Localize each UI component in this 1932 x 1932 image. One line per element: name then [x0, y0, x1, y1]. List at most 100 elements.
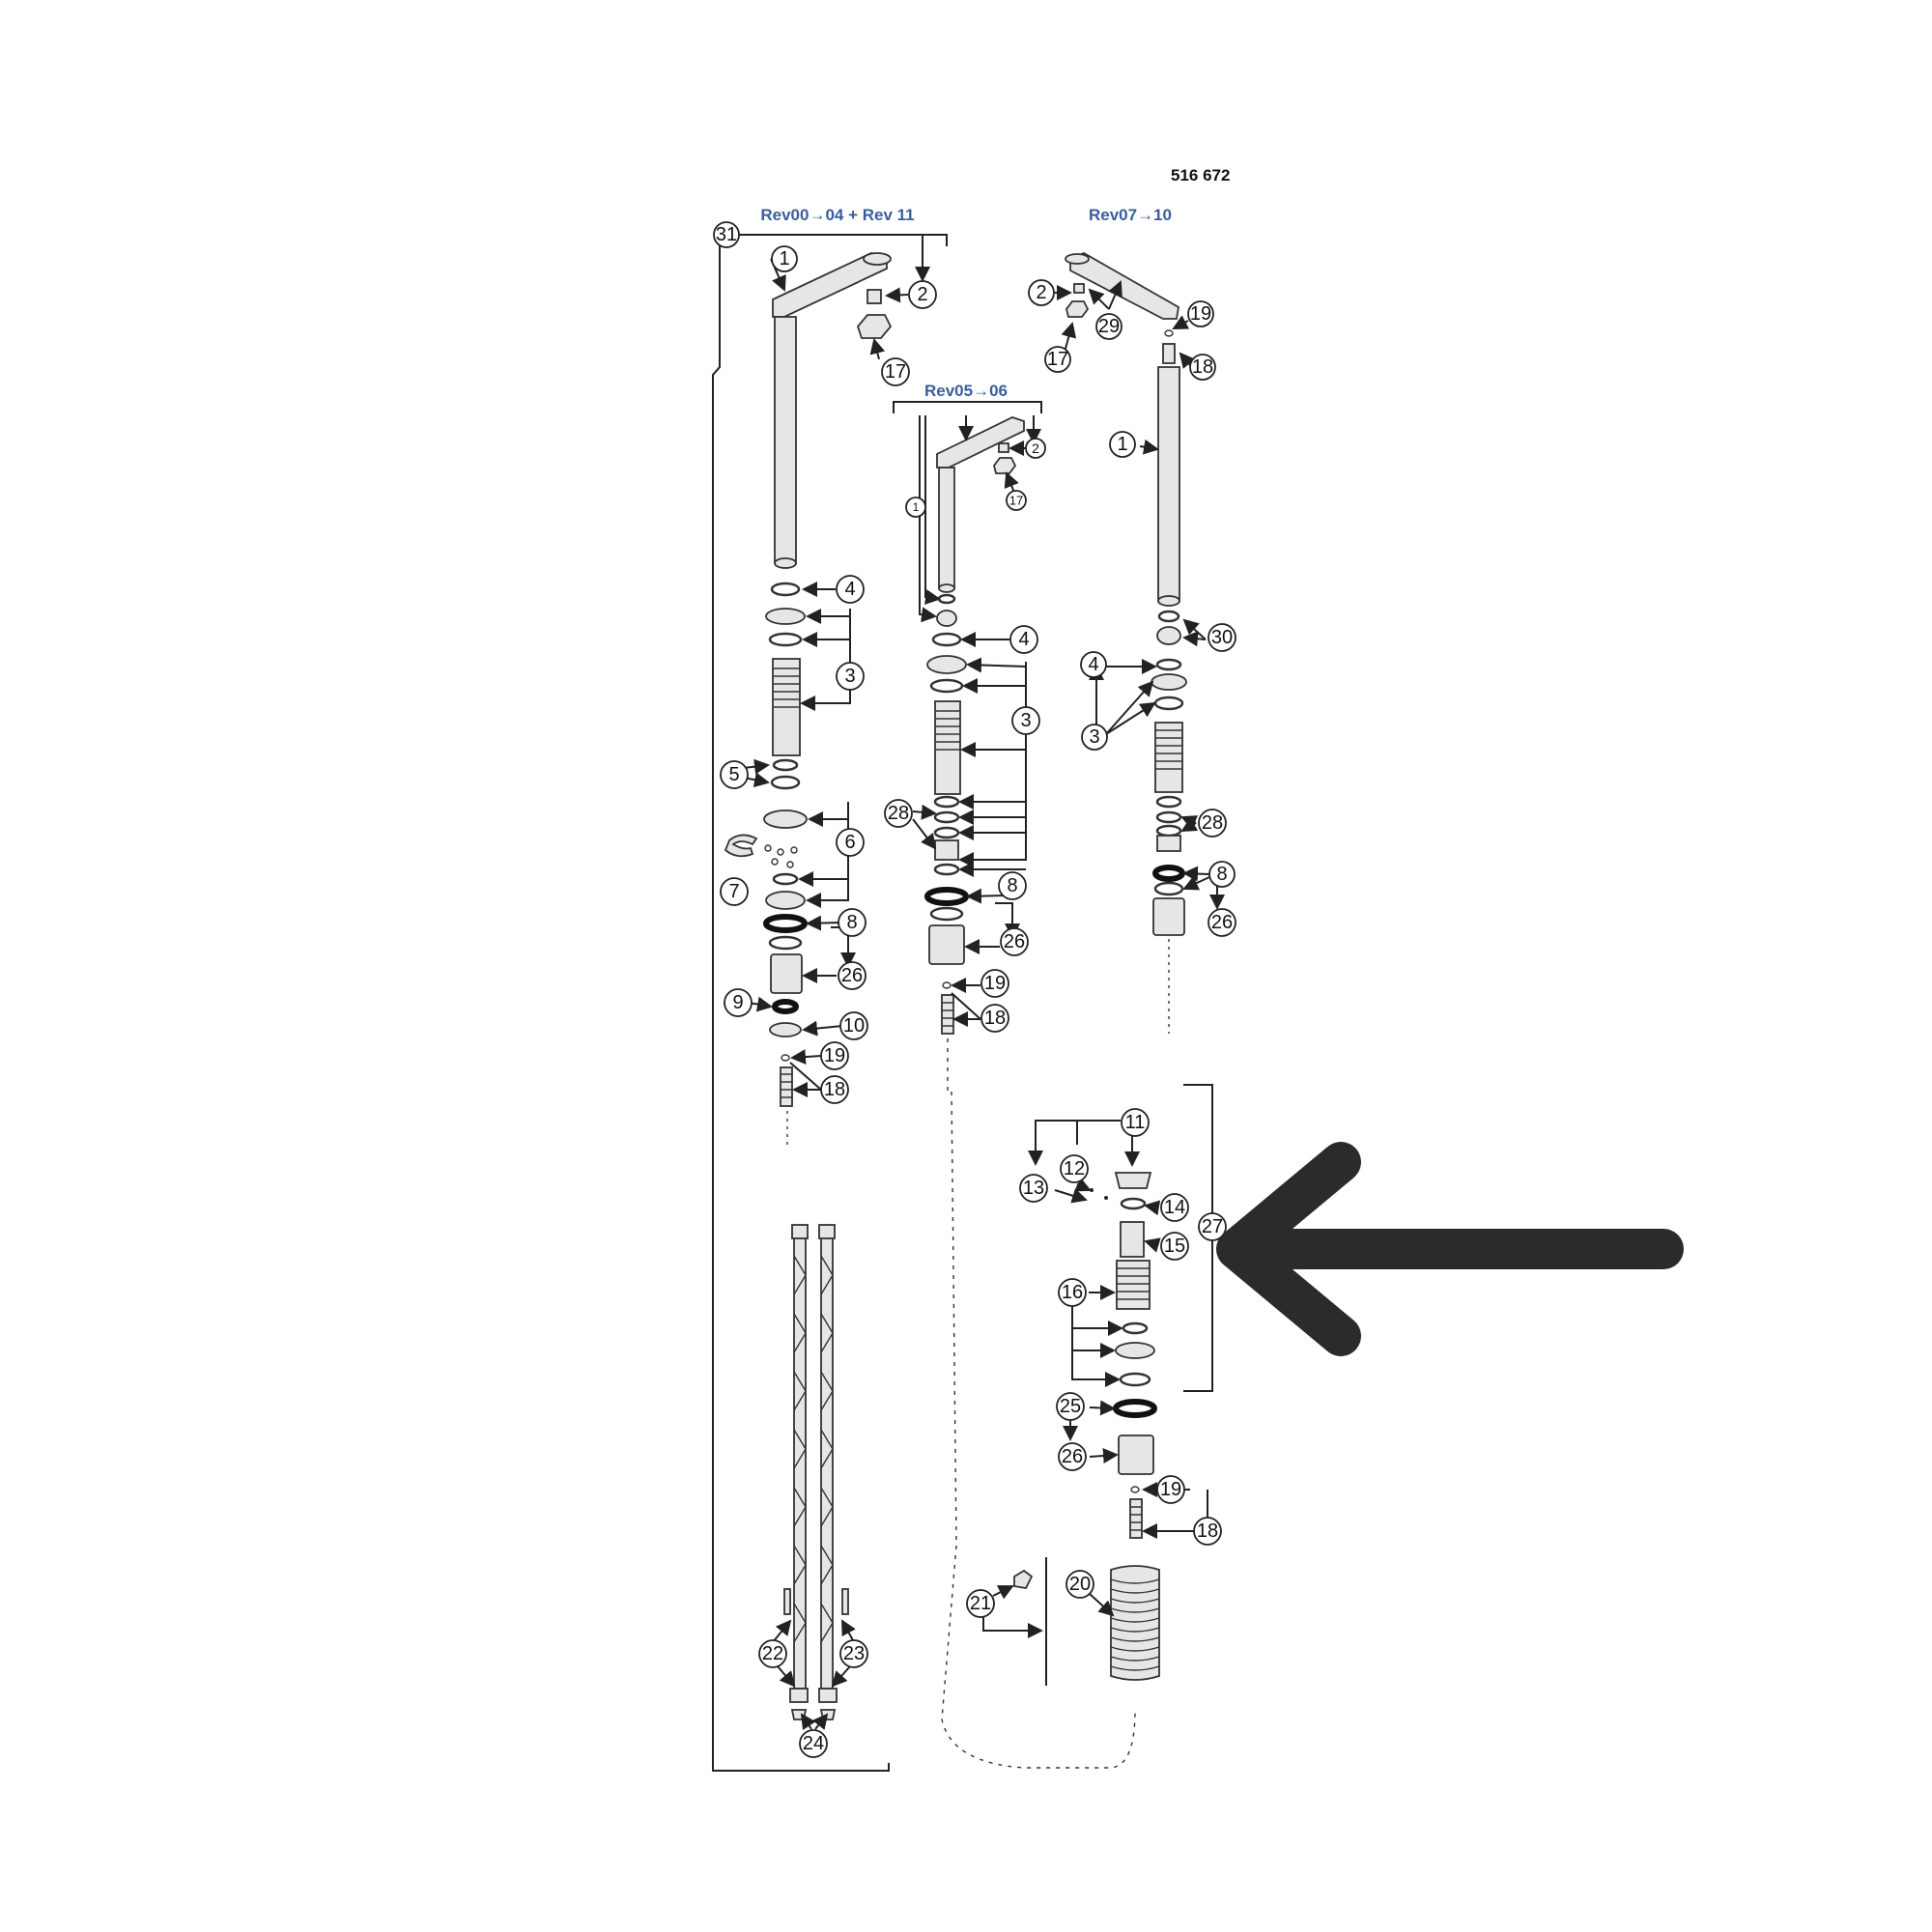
callout-1-middle: 1 — [905, 497, 926, 518]
left-aerator-key — [856, 314, 893, 339]
callout-12: 12 — [1060, 1154, 1089, 1183]
svg-text:28: 28 — [888, 803, 909, 824]
svg-text:8: 8 — [1007, 875, 1017, 896]
svg-text:30: 30 — [1211, 627, 1233, 648]
callout-3-right: 3 — [1081, 724, 1108, 751]
revision-label-middle: Rev05→06 — [924, 382, 1008, 400]
svg-text:29: 29 — [1098, 316, 1120, 337]
callout-26-cartridge: 26 — [1058, 1442, 1087, 1471]
right-threaded-body — [1154, 722, 1183, 793]
callout-17: 17 — [881, 357, 910, 386]
svg-text:4: 4 — [1088, 654, 1098, 675]
svg-text:19: 19 — [1190, 303, 1211, 325]
svg-text:26: 26 — [1211, 912, 1233, 933]
callout-18: 18 — [820, 1075, 849, 1104]
left-assembly — [724, 252, 893, 1150]
revision-label-left: Rev00→04 + Rev 11 — [760, 206, 914, 224]
callout-1-right: 1 — [1109, 431, 1136, 458]
callout-27: 27 — [1198, 1212, 1227, 1241]
callout-26-right: 26 — [1208, 908, 1236, 937]
svg-text:27: 27 — [1202, 1216, 1223, 1237]
callout-10: 10 — [839, 1011, 868, 1040]
callout-3: 3 — [836, 662, 865, 691]
callout-7: 7 — [720, 877, 749, 906]
svg-text:2: 2 — [1032, 440, 1039, 456]
right-assembly — [1065, 251, 1187, 1034]
group-bracket-rev05 — [893, 401, 1042, 413]
svg-text:26: 26 — [1004, 931, 1025, 952]
callout-23: 23 — [839, 1639, 868, 1668]
callout-19-middle: 19 — [980, 969, 1009, 998]
svg-text:22: 22 — [762, 1643, 783, 1664]
callout-26: 26 — [838, 961, 867, 990]
bottom-clip — [1013, 1569, 1034, 1589]
hose-clip-right — [841, 1588, 849, 1615]
svg-text:11: 11 — [1125, 1112, 1146, 1133]
flex-hose — [1110, 1565, 1160, 1681]
revision-label-right: Rev07→10 — [1089, 206, 1172, 224]
svg-text:16: 16 — [1062, 1282, 1083, 1303]
svg-text:19: 19 — [1160, 1479, 1181, 1500]
callout-6: 6 — [836, 828, 865, 857]
svg-text:21: 21 — [970, 1593, 991, 1614]
cartridge-cap — [1114, 1172, 1152, 1189]
pointer-arrow — [1216, 1142, 1684, 1356]
svg-text:19: 19 — [824, 1045, 845, 1066]
svg-text:2: 2 — [1036, 282, 1046, 303]
svg-text:17: 17 — [1047, 349, 1068, 370]
callout-9: 9 — [724, 988, 753, 1017]
callout-22: 22 — [758, 1639, 787, 1668]
callout-16: 16 — [1058, 1278, 1087, 1307]
right-nut — [1152, 897, 1185, 936]
callout-2-right: 2 — [1028, 279, 1055, 306]
svg-text:18: 18 — [824, 1079, 845, 1100]
callout-17-middle: 17 — [1006, 490, 1027, 511]
cartridge-assembly — [1090, 1172, 1157, 1539]
svg-text:8: 8 — [1216, 864, 1227, 885]
callout-4-middle: 4 — [1009, 625, 1038, 654]
hose-clip-left — [783, 1588, 791, 1615]
right-leaders — [1055, 280, 1225, 910]
svg-text:17: 17 — [1009, 494, 1023, 508]
svg-text:13: 13 — [1023, 1178, 1044, 1199]
callout-28-right: 28 — [1198, 809, 1227, 838]
middle-spout — [936, 416, 1025, 469]
callout-13: 13 — [1019, 1174, 1048, 1203]
svg-text:18: 18 — [984, 1008, 1006, 1029]
svg-text:2: 2 — [917, 284, 927, 305]
callout-3-middle: 3 — [1011, 706, 1040, 735]
callout-8-right: 8 — [1208, 861, 1236, 888]
callout-18-middle: 18 — [980, 1004, 1009, 1033]
svg-text:7: 7 — [728, 881, 739, 902]
svg-text:25: 25 — [1060, 1396, 1081, 1417]
callout-8: 8 — [838, 908, 867, 937]
callout-20: 20 — [1065, 1570, 1094, 1599]
svg-text:26: 26 — [1062, 1446, 1083, 1467]
callout-25: 25 — [1056, 1392, 1085, 1421]
svg-text:15: 15 — [1164, 1236, 1185, 1257]
callout-18-cartridge: 18 — [1193, 1517, 1222, 1546]
svg-text:1: 1 — [913, 500, 920, 514]
svg-text:8: 8 — [846, 912, 857, 933]
svg-text:23: 23 — [843, 1643, 865, 1664]
callout-19: 19 — [820, 1041, 849, 1070]
svg-text:31: 31 — [716, 224, 737, 245]
callout-26-middle: 26 — [1000, 927, 1029, 956]
callout-4-right: 4 — [1080, 651, 1107, 678]
callout-17-right: 17 — [1044, 346, 1071, 373]
middle-assembly — [924, 416, 1136, 1769]
cartridge-head — [1120, 1221, 1145, 1258]
callout-14: 14 — [1160, 1193, 1189, 1222]
svg-text:24: 24 — [803, 1733, 824, 1754]
left-leaders — [743, 234, 930, 1097]
callout-31: 31 — [713, 221, 740, 248]
callout-18-right: 18 — [1189, 354, 1216, 381]
svg-text:9: 9 — [732, 992, 743, 1013]
svg-text:3: 3 — [1020, 710, 1031, 731]
svg-text:17: 17 — [885, 361, 906, 383]
callout-15: 15 — [1160, 1232, 1189, 1261]
callout-19-cartridge: 19 — [1156, 1475, 1185, 1504]
callout-19-right: 19 — [1187, 300, 1214, 327]
svg-text:3: 3 — [844, 666, 855, 687]
svg-text:3: 3 — [1089, 726, 1099, 748]
